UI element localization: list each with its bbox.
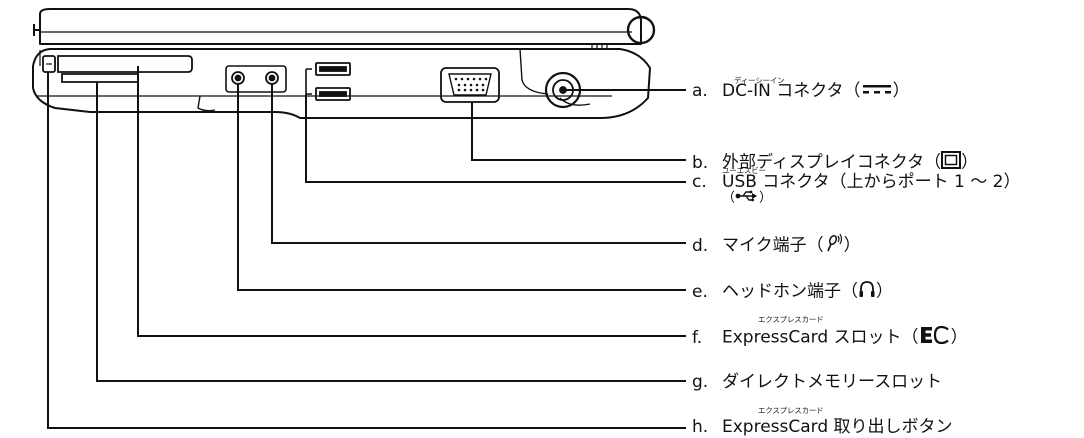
callout-headphone: e. ヘッドホン端子（ ） xyxy=(692,280,893,303)
callout-tail: ） xyxy=(843,235,861,256)
callout-letter: a. xyxy=(692,81,708,101)
callout-letter: g. xyxy=(692,372,709,392)
callout-paren-close: ） xyxy=(759,190,773,206)
laptop-lid xyxy=(33,8,656,45)
expresscard-slot xyxy=(57,55,193,73)
ruby-usb: ユーエスビー xyxy=(722,166,766,175)
callout-text: ExpressCard スロット（ xyxy=(722,327,919,348)
callout-microphone: d. マイク端子（ ） xyxy=(692,233,861,258)
callout-expresscard-slot: f. ExpressCard スロット（ ） xyxy=(692,325,968,349)
callout-text: 外部ディスプレイコネクタ（ xyxy=(722,152,942,173)
callout-letter: e. xyxy=(692,281,708,302)
callout-letter: b. xyxy=(692,152,709,173)
callout-tail: ） xyxy=(876,281,893,302)
callout-text: ExpressCard 取り出しボタン xyxy=(722,417,953,437)
callout-tail: ） xyxy=(961,152,979,173)
microphone-icon xyxy=(824,233,844,258)
callout-paren-open: （ xyxy=(722,190,736,206)
callout-text: ヘッドホン端子（ xyxy=(722,281,858,302)
callout-dc-in: a. DC-IN コネクタ（ ） xyxy=(692,81,910,101)
callout-text: DC-IN コネクタ（ xyxy=(722,81,861,101)
callout-letter: h. xyxy=(692,417,709,437)
callout-letter: f. xyxy=(692,327,703,348)
usb-icon xyxy=(735,190,759,206)
ruby-dc-in: ディーシーイン xyxy=(734,76,785,85)
ports xyxy=(42,55,582,109)
callout-tail: ） xyxy=(892,81,910,101)
usb-port-1 xyxy=(315,62,351,76)
callout-expresscard-eject: h. ExpressCard 取り出しボタン xyxy=(692,417,953,437)
callout-direct-memory-slot: g. ダイレクトメモリースロット xyxy=(692,372,942,392)
callout-tail: ） xyxy=(950,327,968,348)
direct-memory-slot xyxy=(61,73,139,83)
callout-usb: c. USB コネクタ（上からポート 1 ～ 2） xyxy=(692,172,1020,192)
callout-display: b. 外部ディスプレイコネクタ（ ） xyxy=(692,151,978,174)
callout-text: マイク端子（ xyxy=(722,235,824,256)
leader-line-f xyxy=(137,66,686,337)
callout-letter: d. xyxy=(692,235,709,256)
callout-letter: c. xyxy=(692,172,707,192)
usb-port-2 xyxy=(315,87,351,101)
leader-line-b xyxy=(471,102,686,161)
audio-panel xyxy=(225,65,287,93)
leader-lines xyxy=(47,66,686,429)
callout-usb-line2: （） xyxy=(722,190,772,206)
vga-port xyxy=(448,73,492,96)
callout-text: USB コネクタ（上からポート 1 ～ 2） xyxy=(722,172,1021,192)
leader-line-g xyxy=(96,82,686,382)
leader-line-h xyxy=(47,72,686,429)
leader-line-c xyxy=(305,94,686,183)
vga-port-housing xyxy=(440,67,500,103)
headphone-icon xyxy=(858,280,876,303)
leader-line-e xyxy=(237,84,686,291)
callout-text: ダイレクトメモリースロット xyxy=(722,372,943,392)
leader-line-d xyxy=(271,84,686,244)
ruby-expresscard-eject: エクスプレスカード xyxy=(758,406,824,415)
dc-icon xyxy=(861,81,893,101)
expresscard-icon xyxy=(919,325,951,349)
ruby-expresscard: エクスプレスカード xyxy=(758,315,824,324)
display-icon xyxy=(941,151,962,174)
